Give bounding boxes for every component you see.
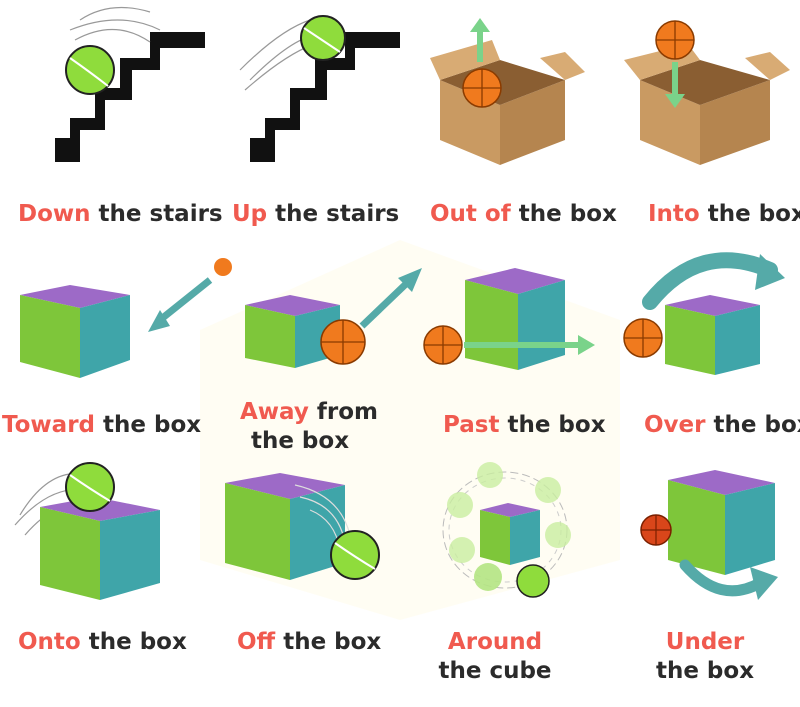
cube-around-icon <box>442 462 571 598</box>
cube-away-icon <box>245 268 422 368</box>
stairs-down-icon <box>55 6 205 162</box>
cube-off-icon <box>225 473 380 580</box>
illustration-up-stairs: Up the stairs <box>200 0 400 227</box>
illustration-past-box: Past the box <box>400 240 606 438</box>
cube-past-icon <box>423 268 595 370</box>
cube-onto-icon <box>14 462 160 600</box>
box-out-icon <box>430 18 585 165</box>
stairs-up-icon <box>239 15 400 162</box>
illustration-away-from-box: Away from the box <box>200 240 422 454</box>
cube-toward-icon <box>20 258 232 378</box>
caption-over: Over the box <box>644 412 800 438</box>
illustration-around-cube: Around the cube <box>400 455 600 684</box>
illustration-under-box: Under the box <box>600 455 800 684</box>
caption-down: Down the stairs <box>18 201 223 227</box>
cube-over-icon <box>623 252 785 375</box>
caption-up: Up the stairs <box>232 201 400 227</box>
caption-off: Off the box <box>237 629 382 655</box>
illustration-toward-box: Toward the box <box>0 240 232 438</box>
illustration-over-box: Over the box <box>600 240 800 438</box>
caption-away: Away from the box <box>240 399 378 454</box>
cube-under-icon <box>640 470 778 600</box>
caption-toward: Toward the box <box>2 412 202 438</box>
caption-around: Around the cube <box>438 629 552 684</box>
illustration-onto-box: Onto the box <box>0 455 200 655</box>
caption-under: Under the box <box>655 629 755 684</box>
illustration-out-of-box: Out of the box <box>400 0 617 227</box>
caption-into: Into the box <box>648 201 800 227</box>
illustration-off-box: Off the box <box>200 455 400 655</box>
caption-past: Past the box <box>443 412 606 438</box>
caption-onto: Onto the box <box>18 629 187 655</box>
caption-out-of: Out of the box <box>430 201 617 227</box>
illustration-down-stairs: Down the stairs <box>0 0 223 227</box>
box-into-icon <box>624 20 790 165</box>
illustration-into-box: Into the box <box>600 0 800 227</box>
